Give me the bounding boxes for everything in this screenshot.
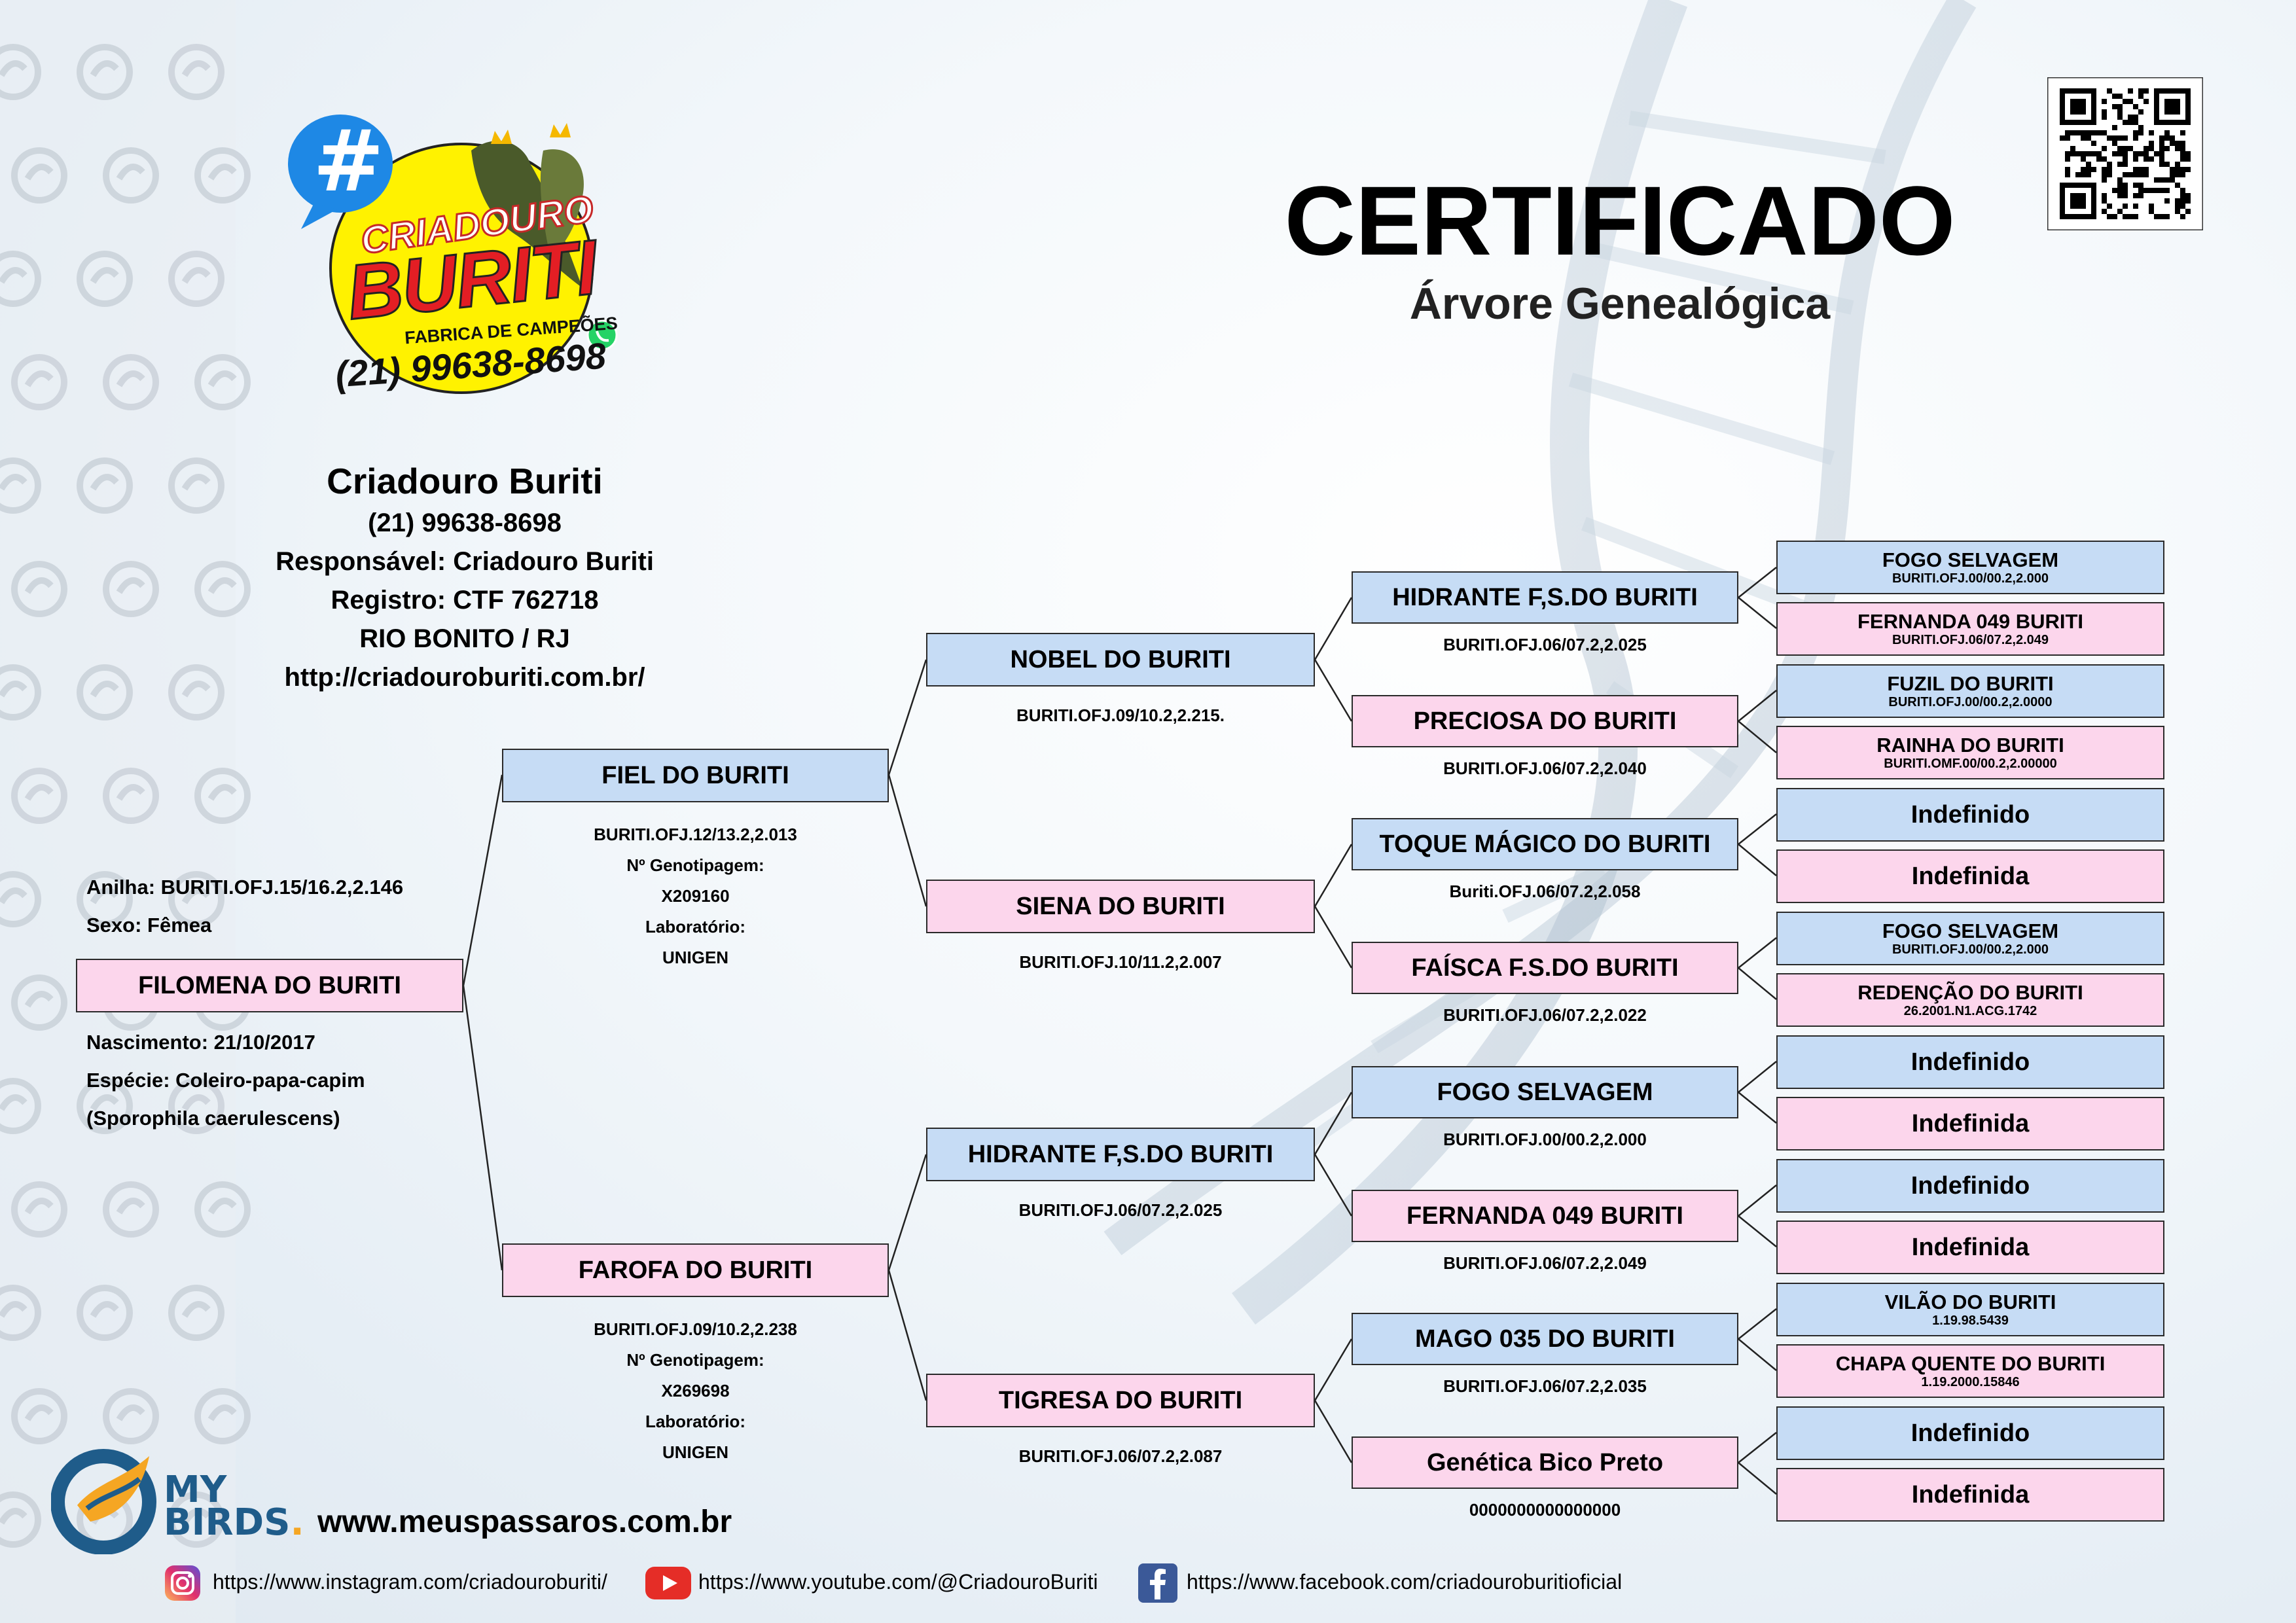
great-grandparent-box: FAÍSCA F.S.DO BURITI <box>1352 942 1738 994</box>
qr-code <box>2047 77 2203 230</box>
grandparent-code: BURITI.OFJ.10/11.2,2.007 <box>1019 952 1222 972</box>
great-grandparent-code: BURITI.OFJ.06/07.2,2.049 <box>1443 1253 1647 1273</box>
great-grandparent-code: BURITI.OFJ.06/07.2,2.022 <box>1443 1005 1647 1025</box>
bird-sex: Sexo: Fêmea <box>86 914 212 936</box>
gen4-box: Indefinida <box>1776 1097 2164 1150</box>
breeder-name: Criadouro Buriti <box>327 461 603 501</box>
mybirds-brand: MY BIRDS. <box>164 1469 304 1544</box>
bird-birth: Nascimento: 21/10/2017 <box>86 1031 315 1054</box>
gen4-box: Indefinido <box>1776 1035 2164 1089</box>
grandparent-code: BURITI.OFJ.09/10.2,2.215. <box>1016 705 1225 725</box>
facebook-icon <box>1138 1563 1177 1603</box>
great-grandparent-code: BURITI.OFJ.00/00.2,2.000 <box>1443 1130 1647 1149</box>
great-grandparent-code: BURITI.OFJ.06/07.2,2.025 <box>1443 635 1647 654</box>
breeder-phone: (21) 99638-8698 <box>368 508 562 537</box>
page-title: CERTIFICADO <box>1284 166 1956 276</box>
bird-name-box: FILOMENA DO BURITI <box>76 959 463 1012</box>
father-box: FIEL DO BURITI <box>502 749 889 802</box>
breeder-location: RIO BONITO / RJ <box>359 624 570 653</box>
great-grandparent-code: 0000000000000000 <box>1469 1500 1621 1520</box>
breeder-info: Criadouro Buriti (21) 99638-8698 Respons… <box>236 458 694 697</box>
bird-species: Espécie: Coleiro-papa-capim <box>86 1069 365 1092</box>
instagram-icon <box>165 1565 200 1601</box>
great-grandparent-box: PRECIOSA DO BURITI <box>1352 695 1738 747</box>
footer-website[interactable]: www.meuspassaros.com.br <box>317 1505 732 1539</box>
bird-ring: Anilha: BURITI.OFJ.15/16.2,2.146 <box>86 876 404 899</box>
great-grandparent-code: Buriti.OFJ.06/07.2,2.058 <box>1449 882 1641 901</box>
grandparent-box: NOBEL DO BURITI <box>926 633 1315 687</box>
facebook-link[interactable]: https://www.facebook.com/criadouroburiti… <box>1187 1570 1623 1594</box>
mybirds-logo-icon <box>51 1449 156 1554</box>
whatsapp-icon <box>586 319 618 351</box>
grandparent-box: SIENA DO BURITI <box>926 880 1315 933</box>
great-grandparent-code: BURITI.OFJ.06/07.2,2.035 <box>1443 1376 1647 1396</box>
grandparent-box: TIGRESA DO BURITI <box>926 1374 1315 1427</box>
great-grandparent-box: FERNANDA 049 BURITI <box>1352 1190 1738 1242</box>
breeder-responsible: Responsável: Criadouro Buriti <box>276 547 654 576</box>
father-details: BURITI.OFJ.12/13.2,2.013 Nº Genotipagem:… <box>594 825 797 967</box>
breeder-registry: Registro: CTF 762718 <box>331 586 599 615</box>
logo-hash: # <box>313 111 384 211</box>
great-grandparent-box: FOGO SELVAGEM <box>1352 1066 1738 1118</box>
grandparent-box: HIDRANTE F,S.DO BURITI <box>926 1128 1315 1181</box>
mother-details: BURITI.OFJ.09/10.2,2.238 Nº Genotipagem:… <box>594 1319 797 1462</box>
gen4-box: Indefinido <box>1776 788 2164 842</box>
youtube-link[interactable]: https://www.youtube.com/@CriadouroBuriti <box>698 1570 1098 1594</box>
great-grandparent-box: Genética Bico Preto <box>1352 1436 1738 1489</box>
page-subtitle: Árvore Genealógica <box>1409 279 1831 329</box>
great-grandparent-box: TOQUE MÁGICO DO BURITI <box>1352 818 1738 870</box>
gen4-box: Indefinida <box>1776 849 2164 903</box>
great-grandparent-box: MAGO 035 DO BURITI <box>1352 1313 1738 1365</box>
instagram-link[interactable]: https://www.instagram.com/criadouroburit… <box>213 1570 607 1594</box>
gen4-box: Indefinido <box>1776 1159 2164 1213</box>
grandparent-code: BURITI.OFJ.06/07.2,2.025 <box>1018 1200 1223 1220</box>
great-grandparent-code: BURITI.OFJ.06/07.2,2.040 <box>1443 758 1647 778</box>
breeder-website[interactable]: http://criadouroburiti.com.br/ <box>284 663 645 692</box>
gen4-box: Indefinida <box>1776 1221 2164 1274</box>
gen4-box: Indefinida <box>1776 1468 2164 1522</box>
great-grandparent-box: HIDRANTE F,S.DO BURITI <box>1352 571 1738 624</box>
bird-scientific: (Sporophila caerulescens) <box>86 1107 340 1130</box>
gen4-box: Indefinido <box>1776 1406 2164 1460</box>
grandparent-code: BURITI.OFJ.06/07.2,2.087 <box>1018 1446 1223 1466</box>
youtube-icon <box>645 1567 691 1599</box>
breeder-logo: # CRIADOURO BURITI FABRICA DE CAMPEÕES (… <box>275 105 628 406</box>
mother-box: FAROFA DO BURITI <box>502 1243 889 1297</box>
